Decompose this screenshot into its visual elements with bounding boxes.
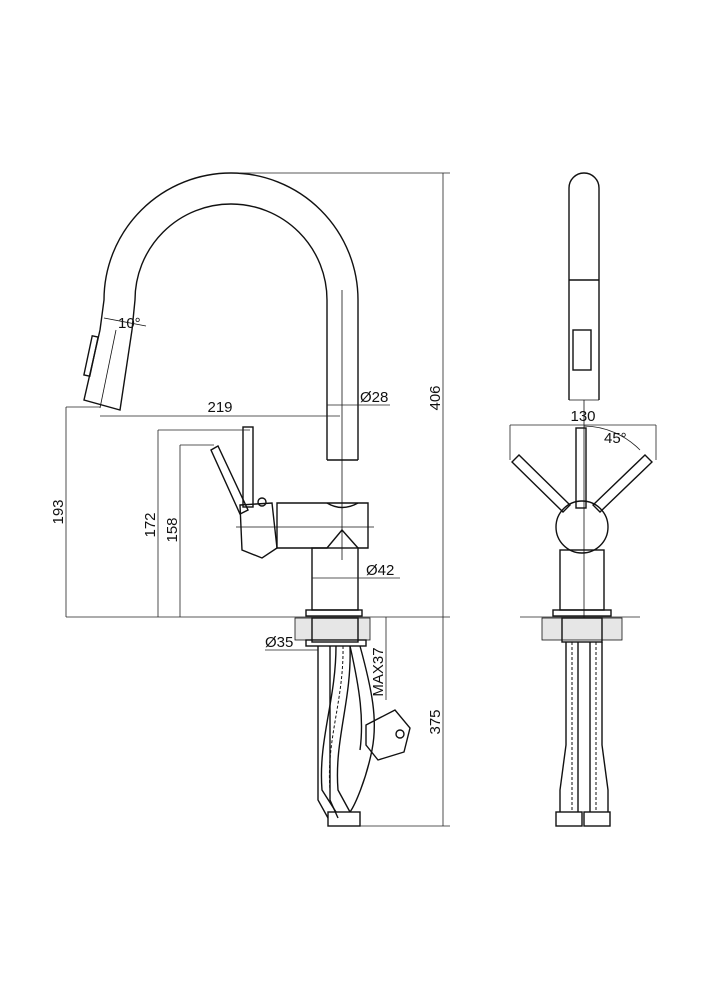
front-spout	[568, 172, 600, 400]
lever-upright	[242, 426, 254, 508]
label-42: Ø42	[366, 562, 394, 579]
label-158: 158	[164, 517, 181, 542]
pullout-hose	[349, 645, 376, 813]
faucet-body	[276, 502, 369, 549]
label-35: Ø35	[265, 634, 293, 651]
front-stem	[559, 549, 605, 611]
faucet-stem	[311, 547, 359, 611]
supply-hose-right	[320, 645, 351, 813]
front-spray-button	[572, 329, 592, 371]
label-193: 193	[50, 499, 67, 524]
label-130: 130	[570, 408, 595, 425]
spray-button	[83, 334, 99, 378]
front-lever-right	[592, 454, 653, 513]
lever-tilted	[210, 445, 249, 515]
label-max37: MAX37	[370, 647, 387, 696]
label-28: Ø28	[360, 389, 388, 406]
front-lever-left	[511, 454, 571, 513]
label-172: 172	[142, 512, 159, 537]
lever-cartridge	[239, 502, 278, 559]
label-10deg: 10°	[118, 315, 141, 332]
hose-connector	[327, 811, 361, 827]
front-view: 130 45°	[509, 172, 657, 827]
front-body	[555, 500, 609, 554]
label-406: 406	[427, 385, 444, 410]
front-countertop-section	[541, 617, 623, 641]
label-219: 219	[207, 399, 232, 416]
spout-outer	[99, 172, 359, 460]
side-view: 406 375 193 172 158 219 Ø28 Ø42 Ø35 MAX3…	[50, 172, 450, 827]
spout-inner	[131, 203, 328, 460]
front-hoses	[559, 642, 609, 812]
countertop-section	[294, 617, 371, 641]
label-45deg: 45°	[604, 430, 627, 447]
hose-weight	[365, 709, 411, 761]
label-375: 375	[427, 709, 444, 734]
